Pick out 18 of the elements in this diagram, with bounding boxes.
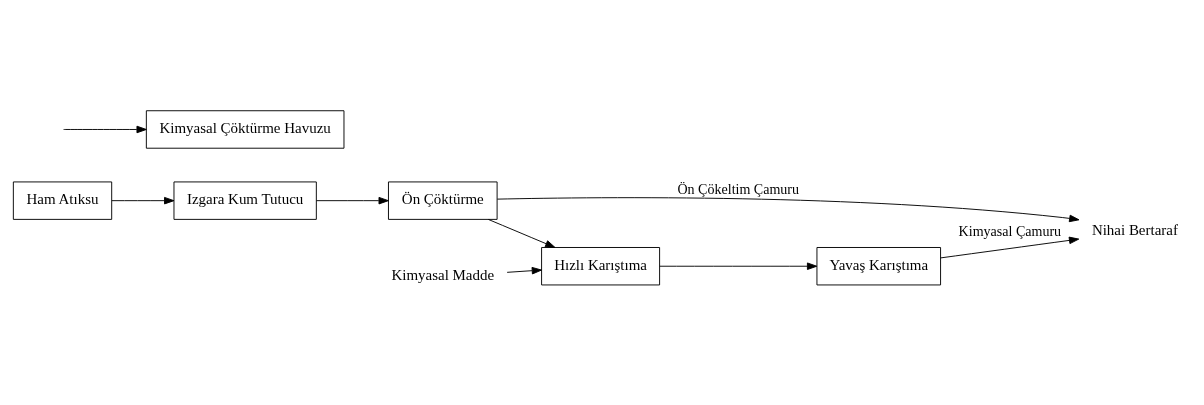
edge-label: Kimyasal Çamuru [958, 222, 1062, 239]
arrow [940, 236, 1080, 258]
node-text: Nihai Bertaraf [1091, 221, 1178, 238]
arrow [111, 196, 175, 204]
edge-label: Ön Çökeltim Çamuru [677, 180, 800, 197]
arrow [506, 266, 543, 274]
arrow [487, 218, 556, 248]
node-box: Ön Çöktürme [388, 180, 498, 220]
node-box: Izgara Kum Tutucu [173, 180, 317, 220]
arrow [316, 196, 389, 204]
arrow [496, 196, 1080, 222]
node-box: Kimyasal Çöktürme Havuzu [145, 109, 345, 149]
node-box: Hızlı Karıştıma [541, 246, 661, 285]
node-text: Kimyasal Madde [391, 266, 495, 283]
arrow [659, 261, 818, 270]
arrow [63, 125, 147, 133]
node-box: Yavaş Karıştıma [816, 246, 942, 285]
node-box: Ham Atıksu [12, 180, 113, 220]
